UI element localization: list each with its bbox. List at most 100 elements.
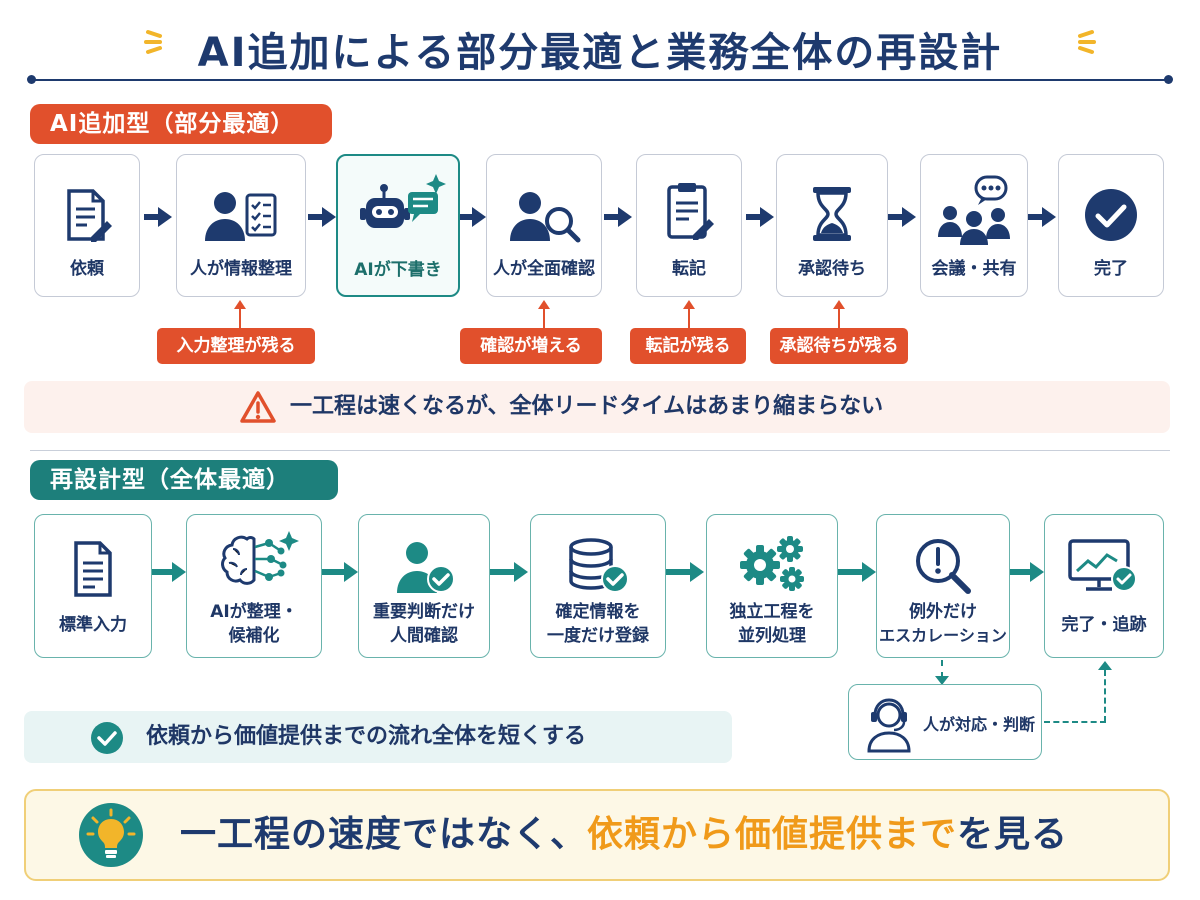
step-a-approval-wait: 承認待ち bbox=[776, 154, 888, 297]
step-a-meeting: 会議・共有 bbox=[920, 154, 1028, 297]
step-b-key-decision: 重要判断だけ 人間確認 bbox=[358, 514, 490, 658]
section-a-label: AI追加型（部分最適） bbox=[30, 104, 332, 144]
monitor-chart-icon bbox=[1066, 537, 1142, 601]
conclusion-part1: 一工程の速度ではなく、 bbox=[180, 814, 588, 855]
step-label: 会議・共有 bbox=[931, 259, 1017, 279]
tag-pointer bbox=[833, 300, 845, 309]
lightbulb-icon bbox=[78, 802, 144, 872]
section-b-label: 再設計型（全体最適） bbox=[30, 460, 338, 500]
flow-arrow bbox=[888, 207, 916, 227]
step-label: 完了・追跡 bbox=[1061, 615, 1147, 635]
tag-pointer-line bbox=[688, 309, 690, 329]
robot-chat-icon bbox=[348, 168, 448, 252]
step-label: AIが下書き bbox=[354, 260, 442, 280]
flow-arrow bbox=[1010, 562, 1044, 582]
step-label-line2: 候補化 bbox=[228, 626, 280, 646]
step-label: 人が全面確認 bbox=[493, 259, 595, 279]
warning-band bbox=[24, 381, 1170, 433]
flow-arrow bbox=[666, 562, 704, 582]
conclusion-accent: 依頼から価値提供まで bbox=[587, 814, 958, 855]
document-icon bbox=[68, 539, 118, 603]
flow-arrow bbox=[490, 562, 528, 582]
step-a-review: 人が全面確認 bbox=[486, 154, 602, 297]
step-label: 標準入力 bbox=[59, 615, 127, 635]
tag-pointer-line bbox=[239, 309, 241, 329]
person-search-icon bbox=[504, 185, 584, 249]
rule-dot-right bbox=[1164, 75, 1173, 84]
step-label: 完了 bbox=[1094, 259, 1128, 279]
step-label-line2: 一度だけ登録 bbox=[547, 626, 649, 646]
tag-pointer bbox=[538, 300, 550, 309]
flow-arrow bbox=[746, 207, 774, 227]
warning-text: 一工程は速くなるが、全体リードタイムはあまり縮まらない bbox=[290, 394, 884, 419]
return-connector-v bbox=[1104, 670, 1106, 722]
flow-arrow bbox=[460, 207, 486, 227]
step-b-standard-input: 標準入力 bbox=[34, 514, 152, 658]
gears-icon bbox=[732, 529, 812, 601]
database-check-icon bbox=[563, 535, 633, 601]
meeting-group-icon bbox=[932, 175, 1016, 251]
title-rule bbox=[30, 79, 1170, 81]
return-connector-head bbox=[1098, 661, 1112, 670]
step-label: 依頼 bbox=[70, 259, 104, 279]
check-circle-icon bbox=[1083, 187, 1139, 247]
flow-arrow bbox=[604, 207, 632, 227]
page-title: AI追加による部分最適と業務全体の再設計 bbox=[197, 30, 1003, 76]
human-handling-label: 人が対応・判断 bbox=[923, 715, 1036, 734]
problem-tag: 確認が増える bbox=[460, 328, 602, 364]
person-checklist-icon bbox=[201, 185, 281, 249]
step-a-request: 依頼 bbox=[34, 154, 140, 297]
tag-pointer bbox=[234, 300, 246, 309]
step-label: 転記 bbox=[672, 259, 706, 279]
flow-arrow bbox=[152, 562, 186, 582]
conclusion-band bbox=[24, 789, 1170, 881]
document-pen-icon bbox=[57, 185, 117, 249]
check-badge-icon bbox=[90, 721, 124, 759]
step-label-line1: 例外だけ bbox=[909, 602, 977, 622]
rule-dot-left bbox=[27, 75, 36, 84]
flow-arrow bbox=[144, 207, 172, 227]
step-label-line2: 人間確認 bbox=[390, 626, 458, 646]
step-label-line1: 重要判断だけ bbox=[373, 602, 475, 622]
step-label-line1: AIが整理・ bbox=[210, 602, 298, 622]
search-alert-icon bbox=[910, 533, 976, 603]
escalation-connector-head bbox=[935, 676, 949, 685]
step-b-parallel: 独立工程を 並列処理 bbox=[706, 514, 838, 658]
title-sparkle-left-icon bbox=[140, 22, 180, 62]
section-divider bbox=[30, 450, 1170, 451]
tag-pointer bbox=[683, 300, 695, 309]
step-a-organize: 人が情報整理 bbox=[176, 154, 306, 297]
clipboard-pen-icon bbox=[659, 179, 719, 249]
flow-arrow bbox=[838, 562, 876, 582]
step-label-line1: 独立工程を bbox=[729, 602, 815, 622]
step-a-transcribe: 転記 bbox=[636, 154, 742, 297]
problem-tag: 転記が残る bbox=[630, 328, 746, 364]
step-label-line2: エスカレーション bbox=[879, 626, 1007, 645]
step-b-escalation: 例外だけ エスカレーション bbox=[876, 514, 1010, 658]
step-label-line1: 確定情報を bbox=[555, 602, 641, 622]
step-label: 人が情報整理 bbox=[190, 259, 292, 279]
title-sparkle-right-icon bbox=[1060, 22, 1100, 62]
step-a-complete: 完了 bbox=[1058, 154, 1164, 297]
escalation-connector bbox=[941, 660, 943, 678]
return-connector-h bbox=[1044, 721, 1106, 723]
step-label-line2: 並列処理 bbox=[738, 626, 806, 646]
person-check-icon bbox=[389, 537, 459, 601]
step-b-complete-track: 完了・追跡 bbox=[1044, 514, 1164, 658]
hourglass-icon bbox=[807, 183, 857, 249]
result-text: 依頼から価値提供までの流れ全体を短くする bbox=[146, 724, 587, 749]
headset-person-icon bbox=[861, 693, 919, 757]
step-a-ai-draft: AIが下書き bbox=[336, 154, 460, 297]
conclusion-part2: を見る bbox=[957, 814, 1069, 855]
flow-arrow bbox=[1028, 207, 1056, 227]
tag-pointer-line bbox=[543, 309, 545, 329]
conclusion-text: 一工程の速度ではなく、依頼から価値提供までを見る bbox=[180, 789, 1068, 881]
warning-icon bbox=[240, 390, 276, 428]
flow-arrow bbox=[322, 562, 358, 582]
ai-brain-icon bbox=[209, 525, 299, 599]
tag-pointer-line bbox=[838, 309, 840, 329]
step-b-register-once: 確定情報を 一度だけ登録 bbox=[530, 514, 666, 658]
flow-arrow bbox=[308, 207, 336, 227]
result-band bbox=[24, 711, 732, 763]
problem-tag: 入力整理が残る bbox=[157, 328, 315, 364]
